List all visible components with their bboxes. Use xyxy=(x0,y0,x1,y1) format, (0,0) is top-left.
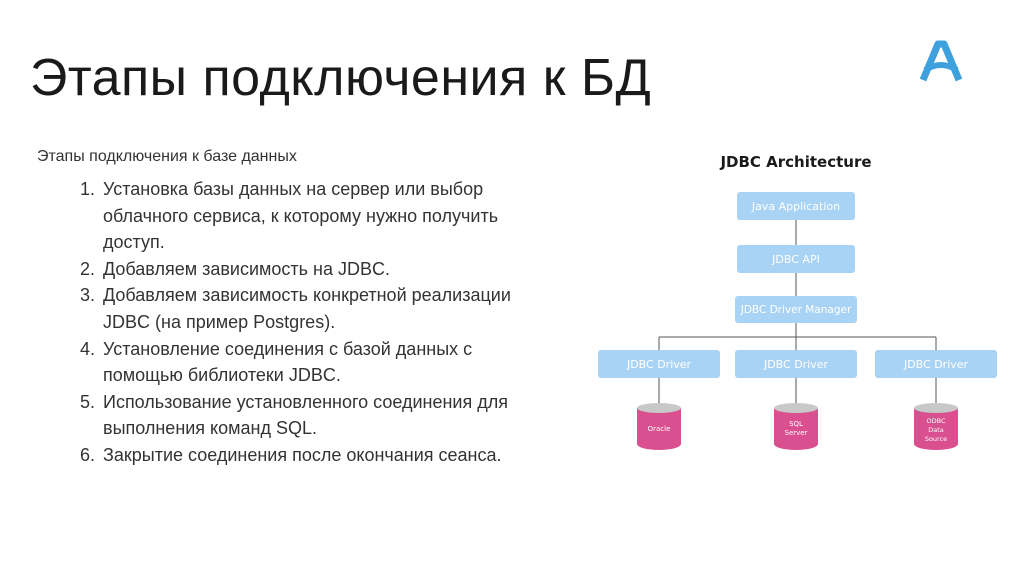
list-item: 1. Установка базы данных на сервер или вы… xyxy=(70,176,540,256)
database-label: Data xyxy=(928,426,944,434)
database-label: SQL xyxy=(789,420,803,428)
item-number: 1. xyxy=(79,179,95,199)
database-cylinder-icon: SQL Server xyxy=(774,403,818,450)
list-item: 6. Закрытие соединения после окончания се… xyxy=(70,442,540,469)
intro-text: Этапы подключения к базе данных xyxy=(37,148,297,165)
database-cylinder-icon: Oracle xyxy=(637,403,681,450)
jdbc-driver-label: JDBC Driver xyxy=(626,358,692,371)
java-application-label: Java Application xyxy=(751,200,840,213)
database-label: Source xyxy=(925,435,947,443)
item-number: 6. xyxy=(79,444,95,465)
java-application-box: Java Application xyxy=(737,192,855,220)
jdbc-driver-box: JDBC Driver xyxy=(875,350,997,378)
database-label: Oracle xyxy=(648,425,671,433)
jdbc-architecture-diagram: JDBC Architecture Java Application JDBC … xyxy=(598,153,997,450)
jdbc-driver-label: JDBC Driver xyxy=(903,358,969,371)
jdbc-api-label: JDBC API xyxy=(771,253,820,266)
diagram-title: JDBC Architecture xyxy=(719,153,871,171)
item-number: 2. xyxy=(79,258,95,279)
jdbc-api-box: JDBC API xyxy=(737,245,855,273)
driver-manager-box: JDBC Driver Manager xyxy=(735,296,857,323)
item-text: Установка базы данных на сервер или выбо… xyxy=(103,179,499,253)
database-label: Server xyxy=(785,429,808,437)
item-text: Закрытие соединения после окончания сеан… xyxy=(103,444,502,465)
a-logo-icon xyxy=(919,40,963,82)
item-number: 4. xyxy=(79,338,95,359)
list-item: 2. Добавляем зависимость на JDBC. xyxy=(70,256,540,283)
item-text: Добавляем зависимость на JDBC. xyxy=(103,258,390,279)
steps-list: 1. Установка базы данных на сервер или вы… xyxy=(70,176,540,469)
list-item: 3. Добавляем зависимость конкретной реали… xyxy=(70,282,540,335)
slide-title: Этапы подключения к БД xyxy=(30,49,652,107)
database-label: ODBC xyxy=(926,417,945,425)
jdbc-driver-box: JDBC Driver xyxy=(735,350,857,378)
database-cylinder-icon: ODBC Data Source xyxy=(914,403,958,450)
list-item: 5. Использование установленного соединени… xyxy=(70,389,540,442)
jdbc-driver-label: JDBC Driver xyxy=(763,358,829,371)
item-text: Использование установленного соединения … xyxy=(103,391,508,439)
item-number: 5. xyxy=(79,391,95,412)
connector-lines xyxy=(658,220,937,405)
item-text: Добавляем зависимость конкретной реализа… xyxy=(103,285,511,332)
jdbc-driver-box: JDBC Driver xyxy=(598,350,720,378)
driver-manager-label: JDBC Driver Manager xyxy=(740,304,852,316)
item-text: Установление соединения с базой данных с… xyxy=(103,338,473,386)
item-number: 3. xyxy=(79,285,95,306)
list-item: 4. Установление соединения с базой данных… xyxy=(70,336,540,389)
